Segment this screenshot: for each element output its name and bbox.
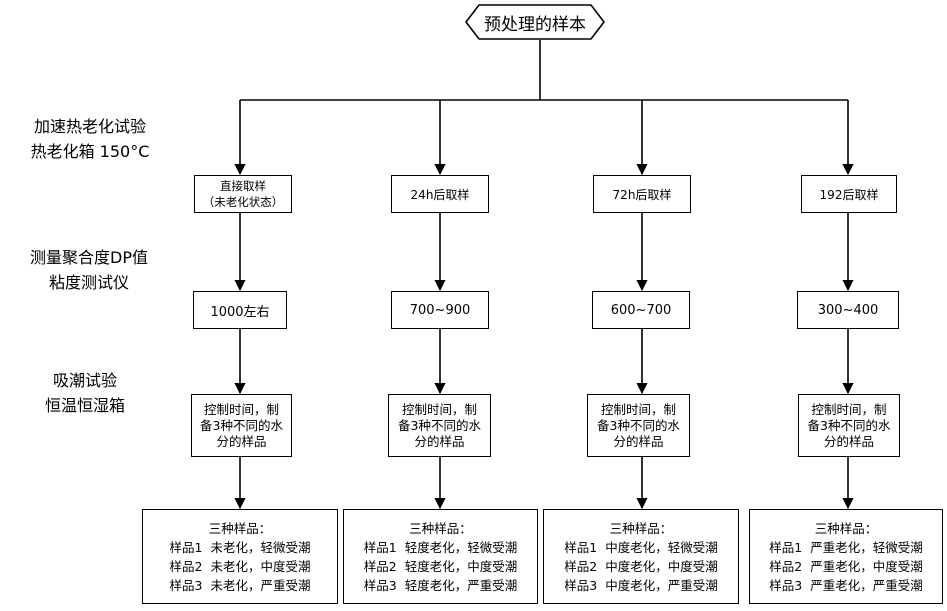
stage-moisture-line1: 吸潮试验 xyxy=(10,368,160,393)
result-box-c4: 三种样品： 样品1 严重老化，轻微受潮 样品2 严重老化，中度受潮 样品3 严重老化，… xyxy=(749,509,943,604)
result-c1-title: 三种样品： xyxy=(209,519,272,538)
control-box-c3: 控制时间，制 备3种不同的水 分的样品 xyxy=(587,394,690,457)
result-c1-row1: 样品1 未老化，轻微受潮 xyxy=(170,538,311,557)
result-c4-row1: 样品1 严重老化，轻微受潮 xyxy=(769,538,922,557)
result-c3-row2: 样品2 中度老化，中度受潮 xyxy=(564,557,717,576)
result-c4-row3-name: 样品3 xyxy=(769,578,802,593)
stage-dp-line1: 测量聚合度DP值 xyxy=(4,245,174,270)
result-c4-title: 三种样品： xyxy=(815,519,878,538)
result-c2-row2: 样品2 轻度老化，中度受潮 xyxy=(364,557,517,576)
result-c1-row2-name: 样品2 xyxy=(170,559,203,574)
result-c1-row2-desc: 未老化，中度受潮 xyxy=(210,559,310,574)
control-c2-l3: 分的样品 xyxy=(414,434,464,450)
root-node-label: 预处理的样本 xyxy=(465,4,605,40)
result-c1-row2: 样品2 未老化，中度受潮 xyxy=(170,557,311,576)
stage-aging-label: 加速热老化试验 热老化箱 150°C xyxy=(10,114,170,164)
control-c3-l2: 备3种不同的水 xyxy=(597,418,680,434)
result-c3-row1-name: 样品1 xyxy=(564,540,597,555)
control-c2-l2: 备3种不同的水 xyxy=(398,418,481,434)
control-c4-l3: 分的样品 xyxy=(824,434,874,450)
result-c3-row2-name: 样品2 xyxy=(564,559,597,574)
result-c4-row3: 样品3 严重老化，严重受潮 xyxy=(769,576,922,595)
result-box-c3: 三种样品： 样品1 中度老化，轻微受潮 样品2 中度老化，中度受潮 样品3 中度老化，… xyxy=(543,509,739,604)
result-c1-row1-desc: 未老化，轻微受潮 xyxy=(210,540,310,555)
control-c4-l2: 备3种不同的水 xyxy=(808,418,891,434)
result-c4-row2-name: 样品2 xyxy=(769,559,802,574)
result-c2-row1-name: 样品1 xyxy=(364,540,397,555)
dp-box-c4: 300~400 xyxy=(797,291,899,329)
result-c2-row1-desc: 轻度老化，轻微受潮 xyxy=(405,540,518,555)
control-c1-l3: 分的样品 xyxy=(216,434,266,450)
result-c4-row3-desc: 严重老化，严重受潮 xyxy=(810,578,923,593)
result-c1-row3-desc: 未老化，严重受潮 xyxy=(210,578,310,593)
sample-box-c3: 72h后取样 xyxy=(593,175,691,213)
control-c3-l1: 控制时间，制 xyxy=(601,402,676,418)
result-c3-row1: 样品1 中度老化，轻微受潮 xyxy=(564,538,717,557)
result-c4-row2: 样品2 严重老化，中度受潮 xyxy=(769,557,922,576)
result-c3-row3: 样品3 中度老化，严重受潮 xyxy=(564,576,717,595)
stage-dp-label: 测量聚合度DP值 粘度测试仪 xyxy=(4,245,174,295)
result-c1-row1-name: 样品1 xyxy=(170,540,203,555)
sample-box-c1: 直接取样 （未老化状态） xyxy=(194,175,292,213)
result-c3-title: 三种样品： xyxy=(610,519,673,538)
result-c3-row3-desc: 中度老化，严重受潮 xyxy=(605,578,718,593)
result-c1-row3-name: 样品3 xyxy=(170,578,203,593)
control-c1-l2: 备3种不同的水 xyxy=(200,418,283,434)
control-c4-l1: 控制时间，制 xyxy=(811,402,886,418)
control-c2-l1: 控制时间，制 xyxy=(402,402,477,418)
result-c4-row1-name: 样品1 xyxy=(769,540,802,555)
result-c4-row1-desc: 严重老化，轻微受潮 xyxy=(810,540,923,555)
control-box-c4: 控制时间，制 备3种不同的水 分的样品 xyxy=(798,394,900,457)
result-c2-row2-desc: 轻度老化，中度受潮 xyxy=(405,559,518,574)
stage-moisture-line2: 恒温恒湿箱 xyxy=(10,393,160,418)
control-c1-l1: 控制时间，制 xyxy=(204,402,279,418)
result-c4-row2-desc: 严重老化，中度受潮 xyxy=(810,559,923,574)
result-c3-row2-desc: 中度老化，中度受潮 xyxy=(605,559,718,574)
result-c2-row1: 样品1 轻度老化，轻微受潮 xyxy=(364,538,517,557)
result-c2-row3-desc: 轻度老化，严重受潮 xyxy=(405,578,518,593)
control-box-c1: 控制时间，制 备3种不同的水 分的样品 xyxy=(191,394,292,457)
result-box-c2: 三种样品： 样品1 轻度老化，轻微受潮 样品2 轻度老化，中度受潮 样品3 轻度老化，… xyxy=(343,509,538,604)
result-c2-row3: 样品3 轻度老化，严重受潮 xyxy=(364,576,517,595)
dp-box-c3: 600~700 xyxy=(592,291,690,329)
sample-box-c2: 24h后取样 xyxy=(391,175,489,213)
control-box-c2: 控制时间，制 备3种不同的水 分的样品 xyxy=(388,394,491,457)
stage-aging-line1: 加速热老化试验 xyxy=(10,114,170,139)
stage-aging-line2: 热老化箱 150°C xyxy=(10,139,170,164)
result-c2-row3-name: 样品3 xyxy=(364,578,397,593)
sample-box-c1-line1: 直接取样 xyxy=(220,178,266,194)
dp-box-c1: 1000左右 xyxy=(193,291,287,329)
result-c3-row3-name: 样品3 xyxy=(564,578,597,593)
result-box-c1: 三种样品： 样品1 未老化，轻微受潮 样品2 未老化，中度受潮 样品3 未老化，严重受… xyxy=(142,509,338,604)
result-c2-title: 三种样品： xyxy=(409,519,472,538)
sample-box-c1-line2: （未老化状态） xyxy=(203,194,284,210)
sample-box-c4: 192后取样 xyxy=(801,175,897,213)
result-c3-row1-desc: 中度老化，轻微受潮 xyxy=(605,540,718,555)
dp-box-c2: 700~900 xyxy=(391,291,489,329)
stage-moisture-label: 吸潮试验 恒温恒湿箱 xyxy=(10,368,160,418)
control-c3-l3: 分的样品 xyxy=(613,434,663,450)
result-c2-row2-name: 样品2 xyxy=(364,559,397,574)
result-c1-row3: 样品3 未老化，严重受潮 xyxy=(170,576,311,595)
stage-dp-line2: 粘度测试仪 xyxy=(4,270,174,295)
